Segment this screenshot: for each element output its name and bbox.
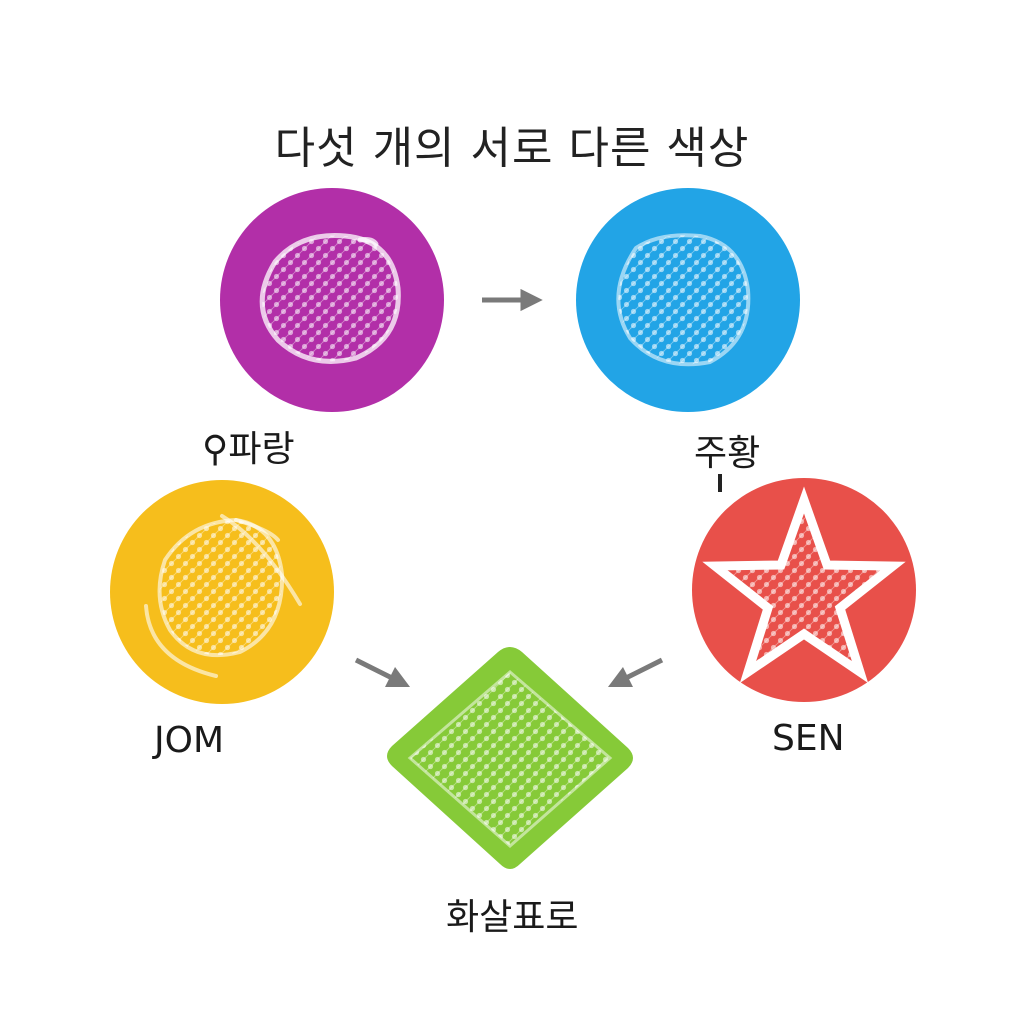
label-red: SEN bbox=[772, 718, 845, 759]
label-purple: ⚲파랑 bbox=[202, 420, 295, 472]
yellow-node bbox=[110, 480, 334, 704]
arrow-yellow-to-green bbox=[356, 660, 404, 684]
blue-mesh-icon bbox=[618, 235, 748, 364]
green-mesh-icon bbox=[410, 672, 610, 846]
label-blue: 주황 bbox=[694, 424, 760, 476]
label-green: 화살표로 bbox=[446, 888, 578, 940]
green-node bbox=[387, 647, 633, 869]
blue-node bbox=[576, 188, 800, 412]
purple-mesh-icon bbox=[262, 236, 398, 362]
label-yellow: JOM bbox=[154, 720, 224, 761]
red-node bbox=[692, 478, 916, 702]
purple-node bbox=[220, 188, 444, 412]
arrow-red-to-green bbox=[614, 660, 662, 684]
